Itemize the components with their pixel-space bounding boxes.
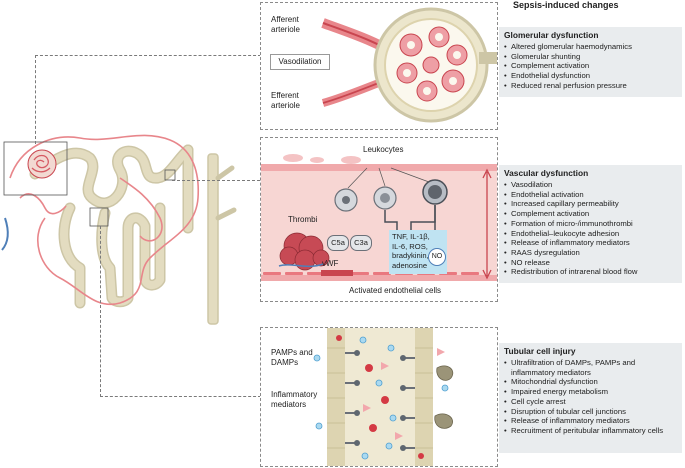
list-item: Recruitment of peritubular inflammatory … bbox=[504, 426, 677, 436]
list-item: Impaired energy metabolism bbox=[504, 387, 677, 397]
tubular-title: Tubular cell injury bbox=[504, 346, 576, 356]
c3a-label: C3a bbox=[354, 238, 368, 247]
tubule-drawing bbox=[313, 328, 454, 466]
cytokines-label: TNF, IL-1β, IL-6, ROS, bradykinin, adeno… bbox=[392, 232, 430, 270]
cytokines-box: TNF, IL-1β, IL-6, ROS, bradykinin, adeno… bbox=[389, 230, 447, 274]
tubular-injury-box: Tubular cell injury Ultrafiltration of D… bbox=[499, 343, 682, 453]
page-heading: Sepsis-induced changes bbox=[513, 0, 619, 10]
vasodilation-box: Vasodilation bbox=[270, 54, 330, 70]
list-item: Redistribution of intrarenal blood flow bbox=[504, 267, 677, 277]
list-item: Reduced renal perfusion pressure bbox=[504, 81, 677, 91]
vascular-panel: Leukocytes Thrombi vWF C5a C3a TNF, IL-1… bbox=[260, 137, 498, 302]
list-item: Complement activation bbox=[504, 209, 677, 219]
c3a-badge: C3a bbox=[350, 235, 372, 251]
list-item: Endothelial dysfunction bbox=[504, 71, 677, 81]
efferent-arteriole-label: Efferent arteriole bbox=[271, 91, 300, 110]
list-item: Complement activation bbox=[504, 61, 677, 71]
vasodilation-label: Vasodilation bbox=[278, 57, 322, 66]
list-item: Mitochondrial dysfunction bbox=[504, 377, 677, 387]
glomerular-dysfunction-box: Glomerular dysfunction Altered glomerula… bbox=[499, 27, 682, 97]
list-item: Endothelial–leukocyte adhesion bbox=[504, 229, 677, 239]
list-item: RAAS dysregulation bbox=[504, 248, 677, 258]
list-item: Glomerular shunting bbox=[504, 52, 677, 62]
list-item: Formation of micro-/immunothrombi bbox=[504, 219, 677, 229]
c5a-badge: C5a bbox=[327, 235, 349, 251]
glomerular-list: Altered glomerular haemodynamics Glomeru… bbox=[504, 42, 677, 91]
vascular-dysfunction-box: Vascular dysfunction Vasodilation Endoth… bbox=[499, 165, 682, 283]
vascular-title: Vascular dysfunction bbox=[504, 168, 589, 178]
afferent-arteriole-label: Afferent arteriole bbox=[271, 15, 300, 34]
vwf-label: vWF bbox=[322, 259, 339, 268]
glomerulus-drawing bbox=[321, 7, 497, 123]
list-item: Release of inflammatory mediators bbox=[504, 416, 677, 426]
list-item: Altered glomerular haemodynamics bbox=[504, 42, 677, 52]
list-item: NO release bbox=[504, 258, 677, 268]
list-item: Cell cycle arrest bbox=[504, 397, 677, 407]
pamps-damps-label: PAMPs and DAMPs bbox=[271, 348, 313, 367]
no-badge: NO bbox=[428, 248, 446, 266]
connector-tubule bbox=[100, 226, 261, 397]
list-item: Disruption of tubular cell junctions bbox=[504, 407, 677, 417]
thrombi-label: Thrombi bbox=[288, 215, 318, 224]
connector-vessel bbox=[172, 180, 260, 181]
list-item: Endothelial activation bbox=[504, 190, 677, 200]
activated-endothelial-label: Activated endothelial cells bbox=[349, 286, 442, 295]
vessel-drawing bbox=[261, 154, 497, 281]
connector-glomerulus bbox=[35, 55, 261, 144]
glomerular-panel: Afferent arteriole Vasodilation Efferent… bbox=[260, 2, 498, 130]
no-label: NO bbox=[431, 253, 443, 260]
list-item: Vasodilation bbox=[504, 180, 677, 190]
list-item: Ultrafiltration of DAMPs, PAMPs and infl… bbox=[504, 358, 677, 377]
list-item: Increased capillary permeability bbox=[504, 199, 677, 209]
tubular-list: Ultrafiltration of DAMPs, PAMPs and infl… bbox=[504, 358, 677, 436]
leukocytes-label: Leukocytes bbox=[363, 145, 404, 154]
tubular-panel: PAMPs and DAMPs Inflammatory mediators bbox=[260, 327, 498, 467]
c5a-label: C5a bbox=[331, 238, 345, 247]
glomerular-title: Glomerular dysfunction bbox=[504, 30, 599, 40]
vascular-list: Vasodilation Endothelial activation Incr… bbox=[504, 180, 677, 277]
inflammatory-mediators-label: Inflammatory mediators bbox=[271, 390, 318, 409]
list-item: Release of inflammatory mediators bbox=[504, 238, 677, 248]
